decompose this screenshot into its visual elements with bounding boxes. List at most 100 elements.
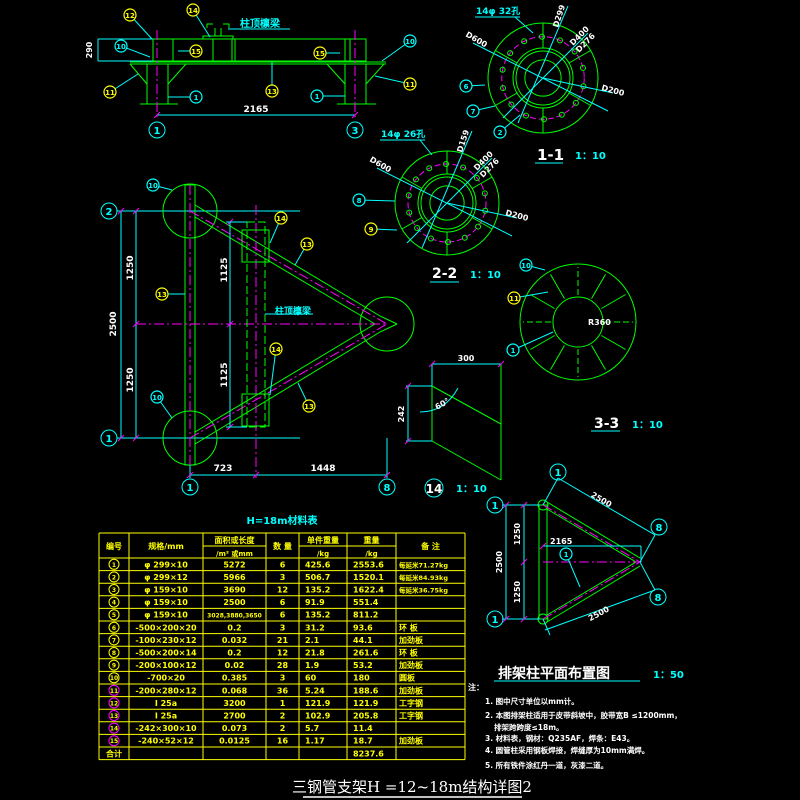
row-area: 5966 [223, 573, 246, 582]
axis-marker: 1 [549, 463, 567, 481]
section-scale: 1：10 [575, 151, 606, 162]
row-unit-weight: 506.7 [305, 573, 330, 582]
row-qty: 16 [277, 737, 289, 746]
callout-circle [313, 46, 327, 60]
row-qty: 1 [280, 699, 286, 708]
row-weight: 261.6 [353, 649, 379, 658]
callout-circle [559, 547, 573, 561]
row-note: 加劲板 [398, 685, 424, 695]
callout-number: 11 [405, 81, 415, 89]
callout-marker: 13 [155, 287, 185, 301]
dim-left: 723 [214, 464, 233, 474]
dim-tick [117, 434, 125, 442]
axis-number: 1 [492, 615, 499, 626]
callout-circle [364, 222, 378, 236]
row-spec: φ 299×10 [144, 560, 188, 569]
section-scale: 1：10 [470, 270, 501, 281]
section-title: 2-2 [432, 266, 457, 282]
plate-edge [431, 440, 502, 481]
axis-circle [148, 121, 166, 139]
note-item: 4. 圆管柱采用钢板焊接，焊缝厚为10mm满焊。 [485, 745, 649, 755]
drawing-line [542, 477, 559, 506]
dim-tick [383, 471, 391, 479]
beam-label: 柱顶檩梁 [240, 17, 281, 30]
callout-circle [103, 85, 117, 99]
table-title: H=18m材料表 [246, 514, 318, 527]
row-unit-weight: 5.24 [305, 686, 325, 695]
gusset [167, 63, 187, 85]
row-id: 13 [110, 713, 118, 720]
callout-marker: 14 [186, 3, 211, 38]
diagonal-member [194, 331, 381, 445]
row-weight: 551.4 [353, 598, 379, 607]
dim-tick [502, 501, 510, 509]
bolt-hole [405, 192, 412, 199]
row-spec: φ 299×12 [144, 573, 188, 582]
total-weight: 8237.6 [353, 749, 384, 758]
callout-marker: 13 [265, 62, 279, 98]
row-spec: I 25a [155, 712, 177, 721]
span-dim: 2165 [243, 105, 268, 115]
row-id-circle [108, 596, 120, 608]
axis-circle [378, 478, 396, 496]
stiffener [591, 345, 606, 370]
bolt-hole [412, 176, 419, 183]
stiffener [495, 50, 518, 64]
row-id: 11 [110, 688, 118, 695]
row-id: 12 [110, 700, 118, 707]
row-unit-weight: 21.8 [305, 649, 325, 658]
width-dim: 300 [458, 354, 475, 363]
stiffener [401, 176, 423, 189]
callout-circle [186, 3, 200, 17]
diagonal-member [194, 204, 381, 317]
notes-heading: 注： [468, 682, 484, 692]
dim-diag-top: 2500 [589, 490, 613, 509]
callout-number: 15 [315, 50, 325, 58]
dim-line [544, 589, 656, 631]
drawing-line [639, 534, 656, 563]
callout-number: 10 [148, 182, 158, 190]
row-note: 工字钢 [399, 698, 423, 708]
callout-marker: 11 [103, 73, 139, 99]
callout-marker: 14 [269, 211, 288, 244]
row-id-circle [108, 558, 120, 570]
dim-upper: 1250 [126, 255, 136, 280]
column-plate [359, 296, 415, 352]
callout-marker: 8 [352, 193, 396, 207]
row-id: 9 [112, 663, 116, 670]
bolt-hole [499, 66, 506, 73]
row-spec: -500×200×20 [135, 623, 197, 632]
bolt-hole [406, 209, 413, 216]
row-id: 14 [110, 726, 118, 733]
bolt-hole [500, 85, 507, 92]
bolt-hole [523, 112, 530, 119]
callout-marker: 13 [294, 237, 314, 266]
column-plate [162, 183, 218, 239]
section-title: 1-1 [537, 146, 564, 164]
row-id-circle [108, 609, 120, 621]
drawing-title: 三钢管支架H =12~18m结构详图2 [292, 778, 532, 796]
axis-circle [346, 121, 364, 139]
row-area: 3200 [223, 699, 246, 708]
callout-number: 6 [464, 83, 469, 91]
dim-tick [132, 207, 140, 215]
row-spec: φ 159×10 [144, 586, 188, 595]
axis-circle [650, 518, 668, 536]
diagonal-member [546, 565, 641, 623]
axis-number: 1 [555, 468, 562, 479]
row-qty: 6 [280, 560, 286, 569]
row-qty: 3 [280, 623, 286, 632]
row-unit-weight: 1.17 [305, 737, 325, 746]
axis-marker: 8 [378, 478, 396, 496]
pipe-inner [420, 176, 474, 230]
callout-number: 8 [357, 197, 362, 205]
row-weight: 93.6 [353, 623, 373, 632]
row-id: 15 [110, 738, 118, 745]
